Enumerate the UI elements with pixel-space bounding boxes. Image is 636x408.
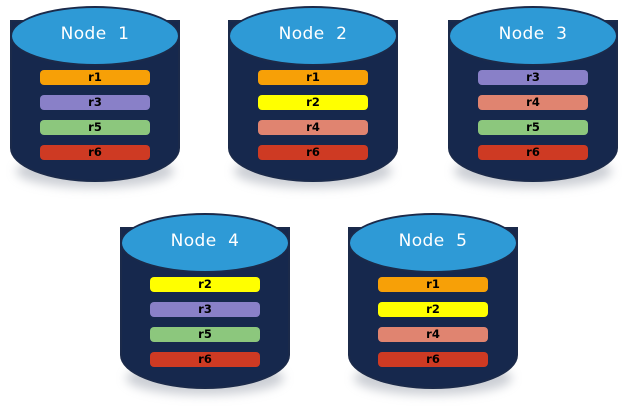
cylinder-top-ellipse-icon [228, 6, 398, 66]
database-node-3[interactable]: Node 3 r3 r4 r5 r6 [448, 4, 618, 190]
cylinder-top-ellipse-icon [348, 213, 518, 273]
replica-bar-r4[interactable]: r4 [478, 95, 588, 110]
cylinder-top-ellipse-icon [10, 6, 180, 66]
replica-bar-r4[interactable]: r4 [258, 120, 368, 135]
replica-bar-r6[interactable]: r6 [378, 352, 488, 367]
replica-bar-r5[interactable]: r5 [40, 120, 150, 135]
replica-bar-r3[interactable]: r3 [478, 70, 588, 85]
replica-bar-r1[interactable]: r1 [378, 277, 488, 292]
replica-bar-r4[interactable]: r4 [378, 327, 488, 342]
node-label: Node 4 [170, 231, 240, 251]
replica-bar-r6[interactable]: r6 [40, 145, 150, 160]
replica-bar-r1[interactable]: r1 [40, 70, 150, 85]
replica-list: r2 r3 r5 r6 [150, 277, 260, 367]
replica-bar-r5[interactable]: r5 [478, 120, 588, 135]
database-node-5[interactable]: Node 5 r1 r2 r4 r6 [348, 211, 518, 397]
node-label: Node 2 [278, 24, 348, 44]
replica-bar-r2[interactable]: r2 [150, 277, 260, 292]
node-label: Node 3 [498, 24, 568, 44]
replica-bar-r3[interactable]: r3 [40, 95, 150, 110]
database-node-1[interactable]: Node 1 r1 r3 r5 r6 [10, 4, 180, 190]
replica-bar-r3[interactable]: r3 [150, 302, 260, 317]
replica-bar-r5[interactable]: r5 [150, 327, 260, 342]
replica-bar-r2[interactable]: r2 [258, 95, 368, 110]
replica-bar-r6[interactable]: r6 [258, 145, 368, 160]
replica-list: r1 r2 r4 r6 [378, 277, 488, 367]
replica-bar-r6[interactable]: r6 [150, 352, 260, 367]
replica-list: r1 r3 r5 r6 [40, 70, 150, 160]
cylinder-top-ellipse-icon [120, 213, 290, 273]
replica-bar-r2[interactable]: r2 [378, 302, 488, 317]
cylinder-top-ellipse-icon [448, 6, 618, 66]
replica-bar-r1[interactable]: r1 [258, 70, 368, 85]
database-node-4[interactable]: Node 4 r2 r3 r5 r6 [120, 211, 290, 397]
node-label: Node 5 [398, 231, 468, 251]
replica-bar-r6[interactable]: r6 [478, 145, 588, 160]
node-label: Node 1 [60, 24, 130, 44]
replica-list: r3 r4 r5 r6 [478, 70, 588, 160]
replica-list: r1 r2 r4 r6 [258, 70, 368, 160]
database-node-2[interactable]: Node 2 r1 r2 r4 r6 [228, 4, 398, 190]
